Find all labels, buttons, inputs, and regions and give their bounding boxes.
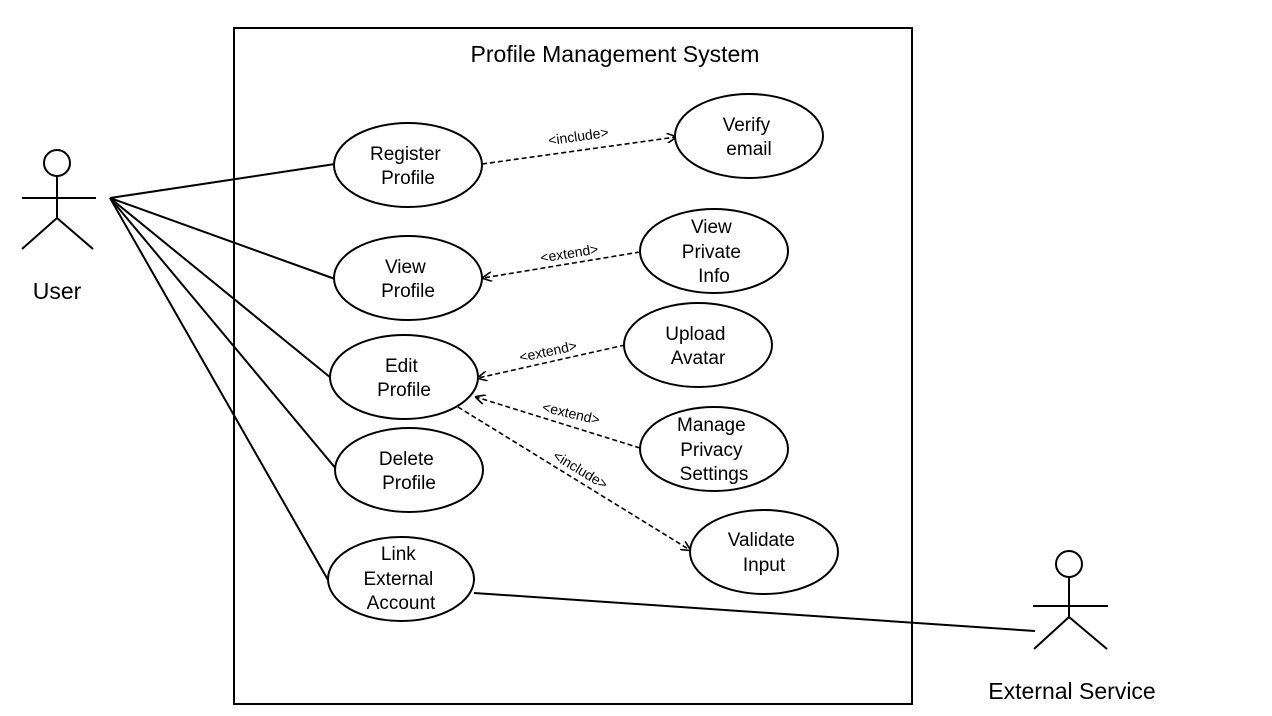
actor-external-service-right-leg — [1068, 616, 1108, 650]
actor-external-service-label: External Service — [988, 678, 1155, 704]
use-case-upload-avatar[interactable]: Upload Avatar — [623, 302, 773, 388]
association-user-register-profile — [109, 163, 336, 199]
use-case-upload-avatar-line-2: Avatar — [671, 348, 726, 369]
use-case-register-profile-line-1: Register — [370, 144, 441, 165]
svg-text:Verify email: Verify email — [723, 115, 776, 160]
use-case-view-private-info-line-2: Private — [682, 242, 741, 263]
extend-privacy-edit-label: <extend> — [541, 399, 601, 428]
use-case-validate-input-line-1: Validate — [728, 530, 795, 551]
svg-text:Link External Acco: Link External Account — [364, 544, 439, 614]
use-case-verify-email-line-2: email — [726, 139, 771, 160]
use-case-validate-input[interactable]: Validate Input — [689, 509, 839, 595]
use-case-view-private-info-line-3: Info — [698, 266, 730, 287]
actor-user-label: User — [33, 278, 82, 304]
use-case-view-private-info-line-1: View — [691, 217, 732, 238]
use-case-register-profile[interactable]: Register Profile — [333, 122, 483, 208]
actor-external-service-head — [1055, 550, 1083, 578]
svg-text:View Profile: View Profile — [381, 257, 435, 302]
actor-user-right-leg — [56, 217, 94, 250]
use-case-manage-privacy-settings-line-1: Manage — [677, 415, 746, 436]
system-boundary — [233, 27, 913, 705]
use-case-view-private-info[interactable]: View Private Info — [639, 208, 789, 294]
association-link-external-account-external-service — [473, 592, 1036, 632]
use-case-view-profile-line-1: View — [385, 257, 426, 278]
actor-external-service[interactable]: External Service — [988, 550, 1156, 704]
use-case-register-profile-line-2: Profile — [381, 168, 435, 189]
use-case-view-profile-line-2: Profile — [381, 281, 435, 302]
use-case-link-external-account-line-2: External — [364, 569, 434, 590]
association-user-view-profile — [109, 197, 336, 280]
include-register-verify-label: <include> — [547, 124, 609, 148]
include-edit-validate-label: <include> — [550, 447, 610, 492]
use-case-verify-email-line-1: Verify — [723, 115, 771, 136]
include-register-verify-line — [481, 137, 676, 165]
actor-user-head — [43, 149, 71, 177]
actor-user[interactable]: User — [21, 149, 96, 304]
use-case-edit-profile[interactable]: Edit Profile — [329, 334, 479, 420]
svg-text:Delete Profile: Delete Profile — [379, 449, 439, 494]
use-case-delete-profile-line-1: Delete — [379, 449, 434, 470]
use-case-view-profile[interactable]: View Profile — [333, 235, 483, 321]
association-user-delete-profile — [109, 197, 338, 471]
svg-text:Validate Input: Validate Input — [728, 530, 801, 576]
svg-text:Manage Privacy Set: Manage Privacy Settings — [677, 415, 751, 485]
use-case-delete-profile-line-2: Profile — [382, 473, 436, 494]
extend-avatar-edit-label: <extend> — [518, 337, 578, 365]
use-case-edit-profile-line-1: Edit — [385, 356, 418, 377]
extend-private-view-label: <extend> — [539, 241, 599, 266]
extend-avatar-edit-line — [478, 344, 626, 378]
actor-external-service-left-leg — [1033, 616, 1070, 650]
use-case-edit-profile-line-2: Profile — [377, 380, 431, 401]
association-user-edit-profile — [109, 197, 332, 379]
extend-private-view-line — [483, 251, 641, 278]
svg-text:View Private Info: View Private Info — [682, 217, 746, 287]
system-title: Profile Management System — [471, 41, 760, 67]
svg-text:Upload Avatar: Upload Avatar — [665, 324, 731, 369]
use-case-upload-avatar-line-1: Upload — [665, 324, 725, 345]
use-case-verify-email[interactable]: Verify email — [674, 93, 824, 179]
use-case-link-external-account-line-3: Account — [367, 593, 436, 614]
svg-text:Register Profile: Register Profile — [370, 144, 446, 189]
use-case-link-external-account-line-1: Link — [381, 544, 416, 565]
actor-user-left-leg — [21, 217, 58, 250]
use-case-manage-privacy-settings[interactable]: Manage Privacy Settings — [639, 406, 789, 492]
use-case-link-external-account[interactable]: Link External Account — [327, 536, 475, 622]
association-user-link-external-account — [109, 197, 329, 581]
use-case-manage-privacy-settings-line-3: Settings — [680, 464, 749, 485]
extend-privacy-edit-line — [476, 397, 641, 449]
use-case-validate-input-line-2: Input — [743, 555, 786, 576]
include-edit-validate-line — [457, 406, 690, 550]
use-case-delete-profile[interactable]: Delete Profile — [334, 427, 484, 513]
use-case-manage-privacy-settings-line-2: Privacy — [680, 440, 743, 461]
svg-text:Edit Profile: Edit Profile — [377, 356, 431, 401]
